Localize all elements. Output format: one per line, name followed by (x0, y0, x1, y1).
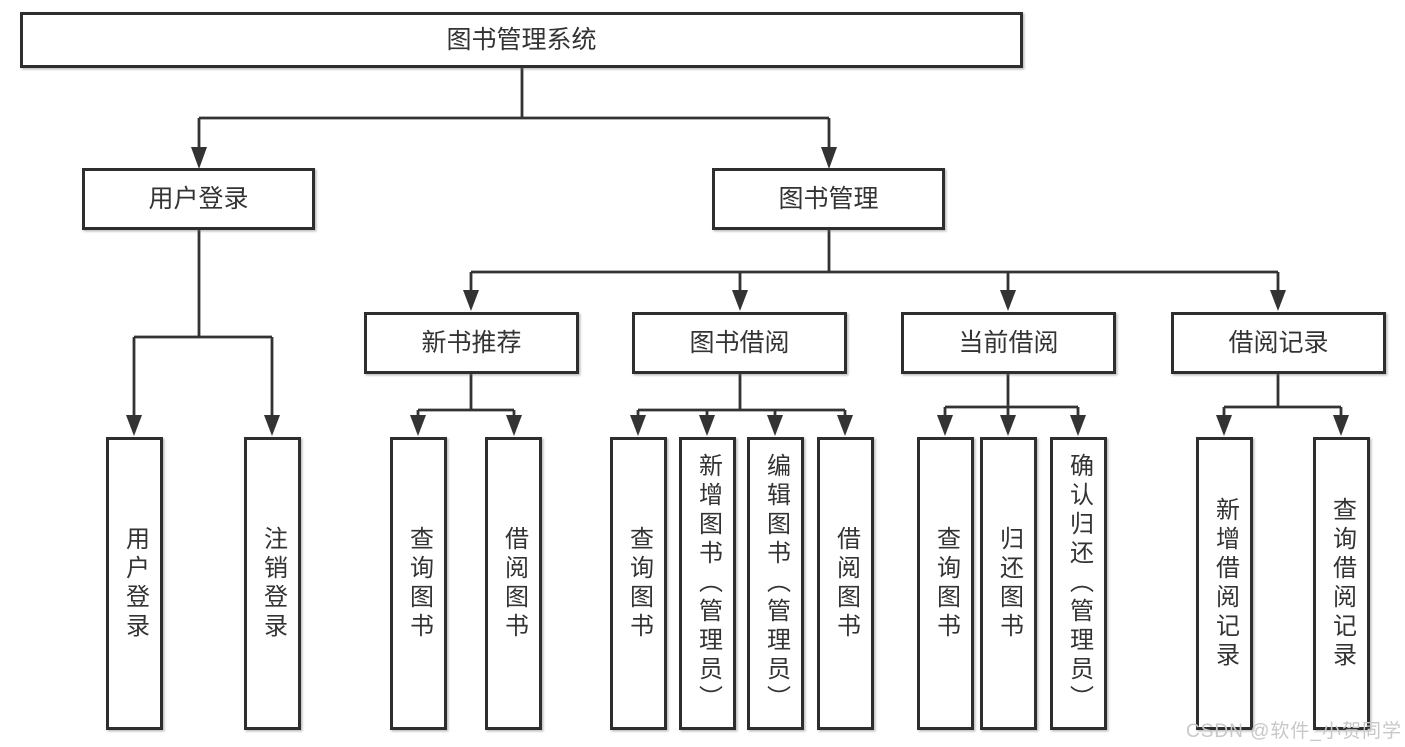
node-label: 图书借阅 (689, 328, 790, 357)
node-current-borrowing: 当前借阅 (901, 312, 1116, 374)
node-label: 新书推荐 (421, 328, 522, 357)
node-label: 借阅记录 (1228, 328, 1329, 357)
node-user-login: 用户登录 (82, 168, 315, 230)
leaf-query-borrow-record: 查询借阅记录 (1313, 437, 1370, 730)
node-book-management: 图书管理 (712, 168, 945, 230)
leaf-label: 确认归还（管理员） (1065, 453, 1093, 714)
leaf-label: 编辑图书（管理员） (762, 453, 790, 714)
leaf-add-borrow-record: 新增借阅记录 (1196, 437, 1253, 730)
leaf-logout: 注销登录 (244, 437, 301, 730)
leaf-edit-books-admin: 编辑图书（管理员） (747, 437, 804, 730)
leaf-user-login: 用户登录 (106, 437, 163, 730)
leaf-borrow-books-recommend: 借阅图书 (485, 437, 542, 730)
leaf-label: 借阅图书 (832, 525, 860, 642)
leaf-label: 注销登录 (259, 525, 287, 642)
leaf-label: 借阅图书 (500, 525, 528, 642)
node-book-borrowing: 图书借阅 (632, 312, 847, 374)
leaf-label: 查询借阅记录 (1328, 496, 1356, 671)
leaf-label: 查询图书 (932, 525, 960, 642)
leaf-label: 查询图书 (405, 525, 433, 642)
node-label: 当前借阅 (958, 328, 1059, 357)
leaf-query-books-recommend: 查询图书 (390, 437, 447, 730)
leaf-confirm-return-admin: 确认归还（管理员） (1050, 437, 1107, 730)
leaf-label: 新增借阅记录 (1211, 496, 1239, 671)
leaf-query-books-borrow: 查询图书 (610, 437, 667, 730)
node-label: 用户登录 (148, 184, 249, 213)
node-label: 图书管理系统 (446, 25, 597, 54)
leaf-query-books-current: 查询图书 (917, 437, 974, 730)
node-borrowing-records: 借阅记录 (1171, 312, 1386, 374)
node-library-management-system: 图书管理系统 (20, 12, 1023, 68)
node-label: 图书管理 (778, 184, 879, 213)
leaf-return-books: 归还图书 (980, 437, 1037, 730)
leaf-label: 用户登录 (121, 525, 149, 642)
node-new-book-recommendation: 新书推荐 (364, 312, 579, 374)
leaf-label: 新增图书（管理员） (694, 453, 722, 714)
leaf-add-books-admin: 新增图书（管理员） (679, 437, 736, 730)
csdn-watermark: CSDN @软件_小贺同学 (1186, 721, 1402, 742)
leaf-label: 查询图书 (625, 525, 653, 642)
leaf-label: 归还图书 (995, 525, 1023, 642)
leaf-borrow-books-borrow: 借阅图书 (817, 437, 874, 730)
